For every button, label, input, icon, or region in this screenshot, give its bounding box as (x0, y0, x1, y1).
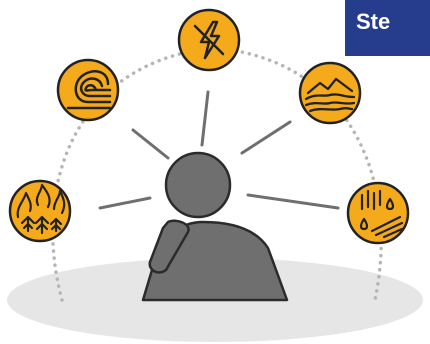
wildfire-forest-icon (8, 179, 72, 243)
thought-rays (98, 90, 340, 210)
title-banner: Ste (345, 0, 430, 56)
person-figure (141, 151, 289, 302)
title-banner-text: Ste (356, 9, 391, 34)
person-arm (148, 219, 190, 274)
lightning-power-outage-icon (177, 8, 241, 72)
rain-flood-icon (346, 181, 410, 245)
landslide-terrain-icon (298, 61, 362, 125)
person-head (164, 151, 232, 219)
wave-water-icon (56, 58, 120, 122)
